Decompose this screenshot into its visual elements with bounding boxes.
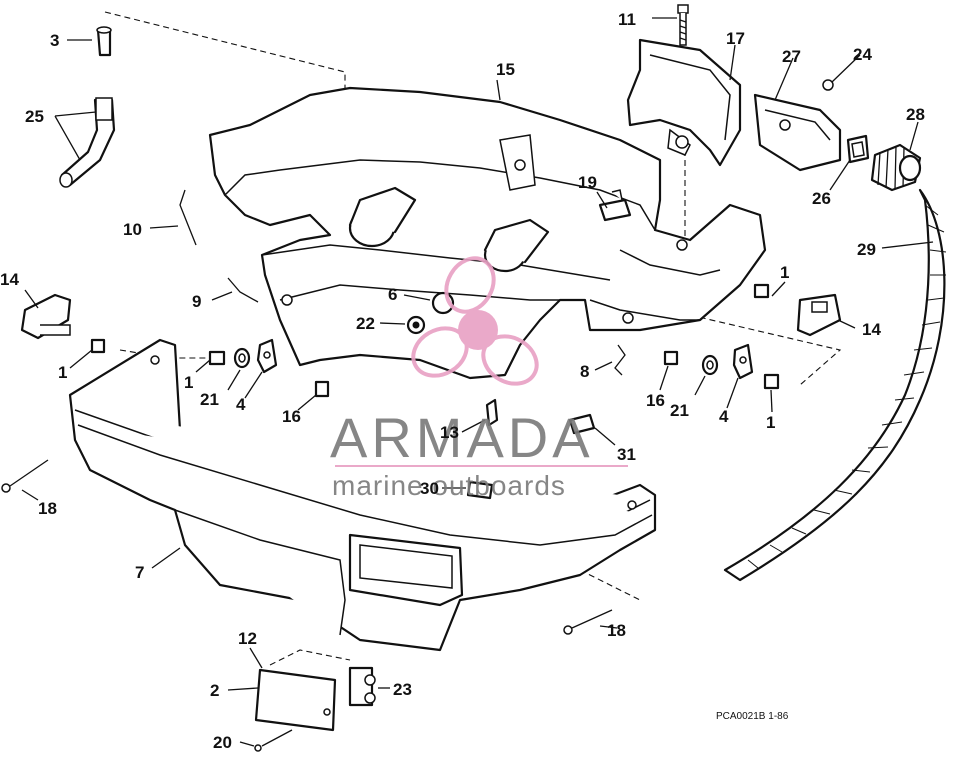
label-9: 9 bbox=[192, 292, 201, 311]
part-3-grommet bbox=[96, 26, 112, 57]
label-25: 25 bbox=[25, 107, 44, 126]
label-4-right: 4 bbox=[719, 407, 729, 426]
label-6: 6 bbox=[388, 285, 397, 304]
part-25-hose bbox=[59, 97, 116, 188]
label-22: 22 bbox=[356, 314, 375, 333]
label-12: 12 bbox=[238, 629, 257, 648]
label-16-left: 16 bbox=[282, 407, 301, 426]
label-23: 23 bbox=[393, 680, 412, 699]
label-1-center: 1 bbox=[184, 373, 193, 392]
part-21-washers bbox=[233, 347, 719, 376]
label-8: 8 bbox=[580, 362, 589, 381]
label-4-left: 4 bbox=[236, 395, 246, 414]
part-7-lower-cowl bbox=[68, 338, 657, 652]
part-15-upper-frame bbox=[208, 86, 767, 380]
part-26-gasket bbox=[846, 134, 870, 164]
part-20-screw bbox=[254, 729, 293, 752]
label-28: 28 bbox=[906, 105, 925, 124]
label-14-right: 14 bbox=[862, 320, 881, 339]
part-2-plate bbox=[254, 668, 337, 732]
armada-watermark: ARMADA marine outboards bbox=[330, 256, 628, 501]
label-19: 19 bbox=[578, 173, 597, 192]
propeller-logo-icon bbox=[411, 256, 539, 386]
label-2: 2 bbox=[210, 681, 219, 700]
label-11: 11 bbox=[618, 10, 636, 29]
label-10: 10 bbox=[123, 220, 142, 239]
part-4-latches bbox=[256, 338, 754, 380]
part-code: PCA0021B 1-86 bbox=[716, 711, 789, 722]
part-18-left-screw bbox=[1, 459, 49, 493]
label-29: 29 bbox=[857, 240, 876, 259]
part-24-screw bbox=[822, 79, 834, 91]
label-14-left: 14 bbox=[0, 270, 19, 289]
part-14-right-bracket bbox=[796, 293, 842, 337]
label-30: 30 bbox=[420, 479, 439, 498]
label-24: 24 bbox=[853, 45, 872, 64]
part-8-spring bbox=[614, 344, 626, 376]
part-11-bolt bbox=[677, 4, 689, 46]
part-29-hose bbox=[723, 188, 947, 582]
label-1-left: 1 bbox=[58, 363, 67, 382]
label-20: 20 bbox=[213, 733, 232, 752]
label-31: 31 bbox=[617, 445, 636, 464]
part-18-right-screw bbox=[563, 609, 613, 635]
label-26: 26 bbox=[812, 189, 831, 208]
part-27-outlet bbox=[753, 93, 842, 172]
part-10-spring bbox=[179, 189, 197, 246]
label-16-right: 16 bbox=[646, 391, 665, 410]
part-30-pad bbox=[466, 480, 494, 500]
label-21-right: 21 bbox=[670, 401, 689, 420]
callout-labels: 3 25 10 14 9 1 1 21 4 16 18 7 12 2 23 20… bbox=[0, 10, 925, 752]
part-17-bracket bbox=[626, 38, 742, 167]
label-1-right-lower: 1 bbox=[766, 413, 775, 432]
label-7: 7 bbox=[135, 563, 144, 582]
part-31-pad bbox=[568, 413, 596, 435]
label-3: 3 bbox=[50, 31, 59, 50]
label-17: 17 bbox=[726, 29, 745, 48]
part-14-left-bracket bbox=[20, 293, 72, 340]
part-13-clip bbox=[485, 398, 499, 427]
label-21-left: 21 bbox=[200, 390, 219, 409]
label-15: 15 bbox=[496, 60, 515, 79]
label-27: 27 bbox=[782, 47, 801, 66]
part-22-washer bbox=[406, 315, 426, 335]
part-28-grommet bbox=[870, 143, 922, 192]
watermark-tagline: marine outboards bbox=[332, 470, 566, 501]
part-23-latch bbox=[348, 666, 376, 707]
label-1-right-upper: 1 bbox=[780, 263, 789, 282]
leader-lines bbox=[21, 17, 934, 747]
watermark-brand: ARMADA bbox=[330, 406, 594, 469]
part-1-plugs bbox=[90, 283, 780, 390]
part-19-clip bbox=[598, 189, 632, 222]
label-18-left: 18 bbox=[38, 499, 57, 518]
label-18-right: 18 bbox=[607, 621, 626, 640]
part-16-bolts bbox=[314, 350, 679, 398]
part-9-spring bbox=[227, 277, 259, 303]
label-13: 13 bbox=[440, 423, 459, 442]
